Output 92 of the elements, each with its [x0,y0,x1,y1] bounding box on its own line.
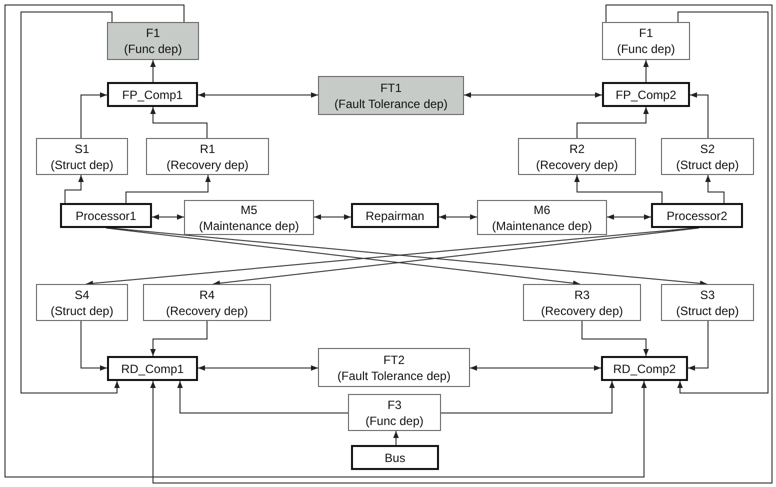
connector-arrow [606,214,652,220]
node-subtitle: (Struct dep) [50,156,114,172]
node-subtitle: (Struct dep) [50,302,114,318]
node-subtitle: (Fault Tolerance dep) [337,368,451,384]
dependency-box [477,200,607,235]
dependency-box [36,138,128,175]
component-box [602,82,690,107]
dependency-box [107,22,199,60]
node-subtitle: (Func dep) [365,412,424,428]
node-title: F1 [638,25,653,41]
node-subtitle: (Recovery dep) [166,156,249,172]
component-box [601,356,688,381]
node-subtitle: (Func dep) [124,41,182,57]
dependency-box [602,22,690,60]
node-subtitle: (Maintenance dep) [198,218,300,234]
node-title: FP_Comp2 [616,86,676,102]
dependency-box [184,200,314,235]
dependency-box [36,284,128,321]
component-box [351,203,439,228]
node-subtitle: (Maintenance dep) [492,218,592,234]
node-title: R2 [569,140,585,156]
connector-arrow [314,214,352,220]
component-box [651,203,743,228]
connector-arrow [4,4,647,478]
connector-arrow [212,228,700,286]
connector-arrow [576,106,649,138]
connector-arrow [150,4,772,484]
node-title: FP_Comp1 [122,86,183,102]
connector-arrow [177,380,348,414]
connector-arrow [393,430,399,446]
node-title: RD_Comp1 [121,360,184,376]
dependency-box [318,76,464,115]
connector-arrow [464,92,602,98]
dependency-box [661,138,754,175]
node-title: Repairman [366,208,424,224]
component-box [351,445,439,470]
node-subtitle: (Recovery dep) [540,302,624,318]
connector-arrow [152,214,184,220]
connector-arrow [582,320,649,356]
node-title: F3 [387,396,402,412]
node-title: M6 [534,202,550,218]
dependency-box [661,284,754,321]
dependency-box [518,138,636,175]
node-subtitle: (Recovery dep) [536,156,618,172]
dependency-box [146,138,269,175]
component-box [107,82,198,107]
dependency-box [318,348,470,387]
node-title: Bus [384,450,406,466]
node-title: M5 [240,202,258,218]
connector-arrow [150,106,208,138]
node-title: S1 [74,140,90,156]
node-subtitle: (Fault Tolerance dep) [334,96,448,112]
connector-arrow [198,92,318,98]
connector-arrow [438,214,478,220]
component-box [107,356,198,381]
component-box [60,203,152,228]
dependency-box [523,284,641,321]
connector-arrow [705,174,724,204]
dependency-box [348,394,441,431]
node-title: S4 [74,286,90,302]
node-title: Processor2 [666,208,728,224]
node-title: FT2 [383,352,405,368]
connector-arrow [688,320,708,371]
dependency-box [143,284,271,321]
node-title: S2 [700,140,715,156]
node-title: R3 [574,286,590,302]
connector-arrow [470,365,602,371]
connector-arrow [64,174,84,204]
connector-arrow [150,320,208,356]
connector-arrow [643,60,649,82]
connector-arrow [677,12,768,394]
connector-arrow [80,92,108,138]
connector-arrow [126,174,211,204]
node-subtitle: (Struct dep) [676,156,739,172]
connector-arrow [150,60,156,82]
node-title: R4 [199,286,215,302]
connector-arrow [198,365,318,371]
connector-arrow [80,320,108,371]
connector-arrow [106,228,580,286]
node-title: S3 [700,286,715,302]
connector-arrow [690,92,708,138]
node-title: F1 [146,25,160,41]
connector-arrow [20,12,120,394]
connector-arrow [440,380,615,414]
node-title: FT1 [380,80,402,96]
node-title: RD_Comp2 [613,360,676,376]
node-subtitle: (Func dep) [616,41,676,57]
node-title: R1 [200,140,216,156]
node-subtitle: (Struct dep) [676,302,739,318]
node-title: Processor1 [76,208,136,224]
connector-arrow [574,174,662,204]
node-subtitle: (Recovery dep) [166,302,248,318]
